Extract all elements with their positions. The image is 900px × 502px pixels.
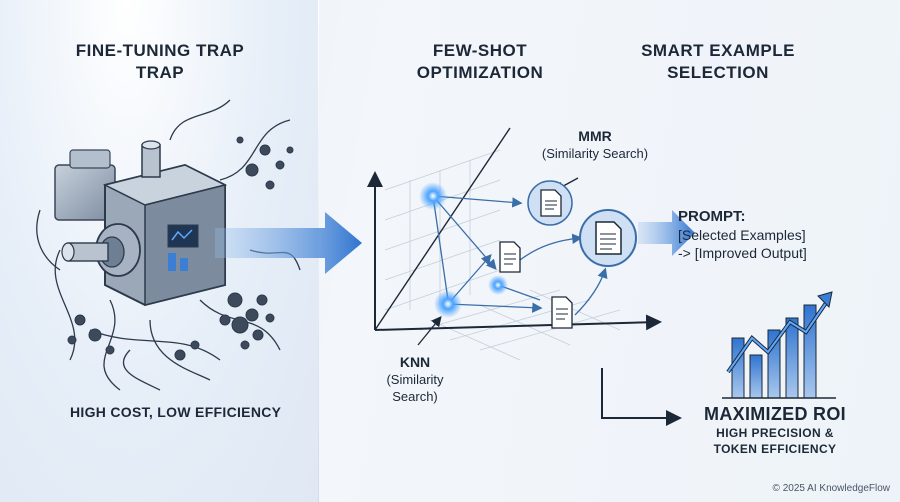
knn-title: KNN (399, 354, 431, 370)
title-line: SMART EXAMPLE (641, 41, 795, 60)
roi-subtitle: TOKEN EFFICIENCY (713, 442, 837, 456)
title-line: OPTIMIZATION (416, 63, 544, 82)
prompt-line: -> [Improved Output] (678, 245, 807, 261)
fine-tuning-caption: HIGH COST, LOW EFFICIENCY (70, 404, 282, 420)
growth-chart-icon (722, 291, 836, 399)
document-icon (527, 180, 573, 226)
smart-selection-title: SMART EXAMPLE SELECTION (618, 40, 818, 84)
mmr-label: MMR (Similarity Search) (530, 128, 660, 162)
title-line: SELECTION (667, 63, 769, 82)
document-icon (551, 296, 573, 329)
mmr-subtitle: (Similarity Search) (541, 146, 649, 161)
knn-subtitle: (Similarity (386, 372, 444, 387)
few-shot-title: FEW-SHOT OPTIMIZATION (380, 40, 580, 84)
mmr-title: MMR (578, 128, 612, 144)
title-line: TRAP (135, 63, 185, 82)
data-points (419, 182, 508, 318)
roi-connector (601, 368, 682, 426)
flow-arrow-icon (215, 212, 362, 274)
title-line: FEW-SHOT (432, 41, 528, 60)
title-line: FINE-TUNING TRAP (75, 41, 245, 60)
prompt-title: PROMPT: (678, 208, 746, 225)
document-icon (579, 209, 637, 267)
neural-cluster-icon (67, 136, 294, 361)
knn-subtitle: Search) (392, 389, 438, 404)
knn-label: KNN (Similarity Search) (370, 354, 460, 405)
fine-tuning-title: FINE-TUNING TRAP TRAP (40, 40, 280, 84)
prompt-line: [Selected Examples] (678, 227, 806, 243)
copyright-text: © 2025 AI KnowledgeFlow (772, 483, 890, 494)
roi-title: MAXIMIZED ROI (704, 404, 846, 424)
prompt-arrow-icon (638, 210, 695, 256)
document-icon (499, 241, 521, 273)
roi-subtitle: HIGH PRECISION & (716, 426, 834, 440)
prompt-block: PROMPT: [Selected Examples] -> [Improved… (678, 208, 807, 262)
roi-block: MAXIMIZED ROI HIGH PRECISION & TOKEN EFF… (680, 404, 870, 457)
machine-icon (36, 99, 301, 391)
